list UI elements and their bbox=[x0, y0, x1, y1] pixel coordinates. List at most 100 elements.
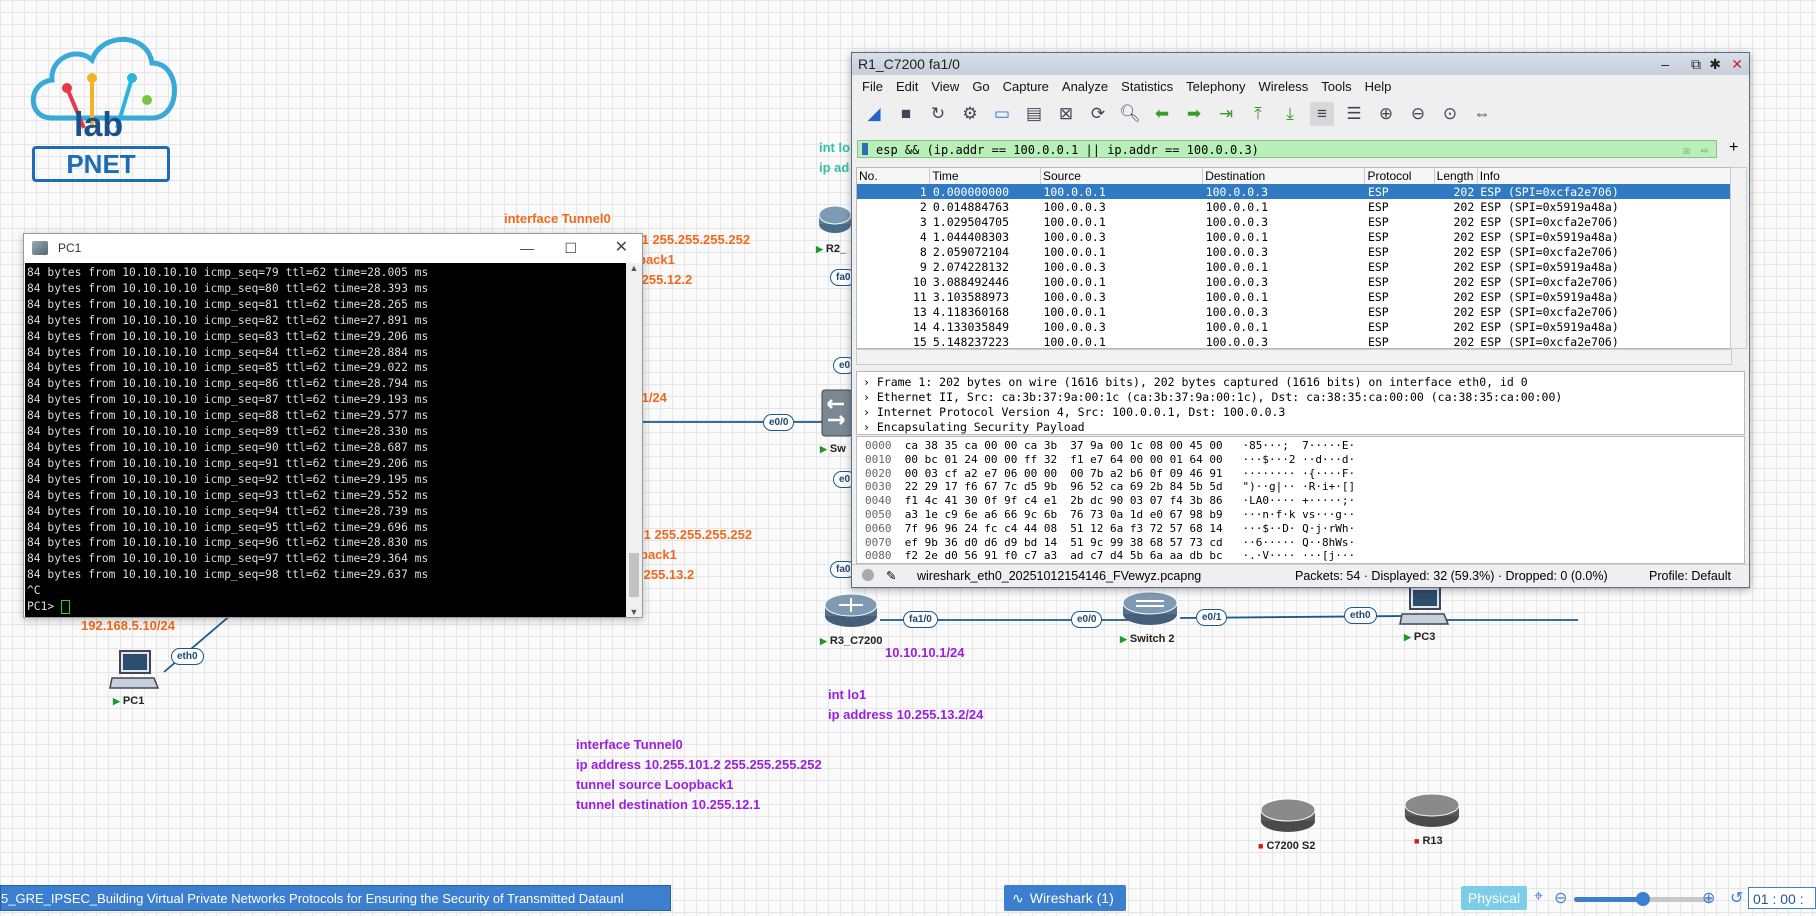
maximize-icon[interactable]: ☐ bbox=[564, 240, 577, 256]
fit-view-icon[interactable]: ⌖ bbox=[1534, 888, 1544, 905]
node-pc3[interactable]: PC3 bbox=[1398, 584, 1458, 648]
scroll-down-icon[interactable]: ▼ bbox=[629, 607, 639, 617]
go-forward-icon[interactable]: ➡ bbox=[1186, 104, 1202, 123]
restart-capture-icon[interactable]: ↻ bbox=[930, 104, 946, 123]
node-switch2[interactable]: Switch 2 bbox=[1120, 588, 1200, 645]
zoom-out-icon[interactable]: ⊖ bbox=[1554, 890, 1568, 907]
menu-go[interactable]: Go bbox=[972, 78, 990, 94]
column-header[interactable]: Destination bbox=[1202, 168, 1366, 184]
menu-tools[interactable]: Tools bbox=[1321, 78, 1352, 94]
go-to-packet-icon[interactable]: ⇥ bbox=[1218, 104, 1234, 123]
menu-help[interactable]: Help bbox=[1364, 78, 1392, 94]
menu-file[interactable]: File bbox=[862, 78, 883, 94]
pc1-titlebar[interactable]: PC1 — ☐ ✕ bbox=[24, 234, 642, 262]
node-r13[interactable]: R13 bbox=[1402, 790, 1462, 847]
maximize-icon[interactable]: ⧉ bbox=[1691, 56, 1701, 72]
autoscroll-icon[interactable]: ≡ bbox=[1310, 102, 1334, 126]
edit-comment-icon[interactable]: ✎ bbox=[886, 569, 897, 583]
expand-arrow-icon[interactable]: › bbox=[863, 390, 877, 404]
zoom-slider[interactable] bbox=[1574, 892, 1712, 906]
column-header[interactable]: No. bbox=[857, 168, 931, 184]
pc1-console-window[interactable]: PC1 — ☐ ✕ 84 bytes from 10.10.10.10 icmp… bbox=[23, 233, 643, 618]
node-sw[interactable]: Sw bbox=[820, 388, 856, 458]
bookmark-icon[interactable] bbox=[862, 143, 868, 155]
pc1-scrollbar[interactable]: ▲ ▼ bbox=[626, 263, 642, 617]
menu-capture[interactable]: Capture bbox=[1002, 78, 1049, 94]
menu-edit[interactable]: Edit bbox=[895, 78, 919, 94]
capture-status-icon[interactable] bbox=[862, 569, 874, 581]
colorize-icon[interactable]: ☰ bbox=[1346, 104, 1362, 123]
column-header[interactable]: Source bbox=[1040, 168, 1204, 184]
scroll-thumb[interactable] bbox=[629, 553, 639, 597]
menu-wireless[interactable]: Wireless bbox=[1258, 78, 1309, 94]
wireshark-window[interactable]: R1_C7200 fa1/0 – ⧉ ✱ ✕ File Edit View Go Cap… bbox=[851, 52, 1750, 588]
lab-title-bar[interactable]: 5_GRE_IPSEC_Building Virtual Private Net… bbox=[0, 885, 671, 911]
resize-columns-icon[interactable]: ⇔ bbox=[1473, 104, 1491, 123]
packet-details[interactable]: › Frame 1: 202 bytes on wire (1616 bits)… bbox=[856, 371, 1745, 435]
menu-statistics[interactable]: Statistics bbox=[1121, 78, 1174, 94]
detail-row[interactable]: › Frame 1: 202 bytes on wire (1616 bits)… bbox=[857, 375, 1744, 390]
pc1-terminal-output[interactable]: 84 bytes from 10.10.10.10 icmp_seq=79 tt… bbox=[25, 263, 626, 617]
zoom-reset-icon[interactable]: ⊙ bbox=[1442, 104, 1458, 123]
menu-analyze[interactable]: Analyze bbox=[1061, 78, 1109, 94]
zoom-out-icon[interactable]: ⊖ bbox=[1410, 104, 1426, 123]
zoom-in-icon[interactable]: ⊕ bbox=[1702, 890, 1716, 907]
node-pc1[interactable]: PC1 bbox=[104, 648, 164, 712]
column-header[interactable]: Info bbox=[1477, 168, 1731, 184]
node-c7200s2[interactable]: C7200 S2 bbox=[1258, 795, 1338, 852]
wireshark-titlebar[interactable]: R1_C7200 fa1/0 – ⧉ ✱ ✕ bbox=[852, 53, 1749, 75]
last-packet-icon[interactable]: ⤓ bbox=[1286, 104, 1294, 123]
go-back-icon[interactable]: ⬅ bbox=[1154, 104, 1170, 123]
packet-bytes[interactable]: 0000 ca 38 35 ca 00 00 ca 3b 37 9a 00 1c… bbox=[856, 436, 1745, 564]
expand-arrow-icon[interactable]: › bbox=[863, 405, 877, 419]
node-r3[interactable]: R3_C7200 bbox=[820, 590, 900, 647]
packet-list-vscroll[interactable] bbox=[1730, 167, 1747, 349]
add-filter-button[interactable]: + bbox=[1729, 139, 1739, 156]
column-header[interactable]: Length bbox=[1434, 168, 1478, 184]
column-header[interactable]: Time bbox=[929, 168, 1041, 184]
close-file-icon[interactable]: ⊠ bbox=[1058, 104, 1074, 123]
expand-arrow-icon[interactable]: › bbox=[863, 420, 877, 434]
open-file-icon[interactable]: ▭ bbox=[993, 104, 1011, 123]
packet-list-hscroll[interactable] bbox=[856, 349, 1732, 365]
stop-capture-icon[interactable]: ■ bbox=[900, 104, 912, 123]
find-packet-icon[interactable]: 🔍︎ bbox=[1119, 104, 1141, 123]
close-icon[interactable]: ✕ bbox=[1731, 56, 1743, 72]
detail-row[interactable]: › Internet Protocol Version 4, Src: 100.… bbox=[857, 405, 1744, 420]
settings-icon[interactable]: ✱ bbox=[1709, 56, 1721, 72]
capture-options-icon[interactable]: ⚙ bbox=[962, 104, 978, 123]
node-r2[interactable]: R2_ bbox=[818, 202, 858, 258]
display-filter-input[interactable]: esp && (ip.addr == 100.0.0.1 || ip.addr … bbox=[857, 140, 1717, 158]
minimize-icon[interactable]: — bbox=[520, 240, 534, 256]
wireshark-taskbar-button[interactable]: ∿Wireshark (1) bbox=[1004, 885, 1126, 911]
save-file-icon[interactable]: ▤ bbox=[1025, 104, 1043, 123]
scroll-up-icon[interactable]: ▲ bbox=[629, 263, 639, 273]
zoom-slider-thumb[interactable] bbox=[1636, 892, 1650, 906]
menu-view[interactable]: View bbox=[931, 78, 960, 94]
reload-file-icon[interactable]: ⟳ bbox=[1090, 104, 1106, 123]
expand-arrow-icon[interactable]: › bbox=[863, 375, 877, 389]
detail-row[interactable]: › Ethernet II, Src: ca:3b:37:9a:00:1c (c… bbox=[857, 390, 1744, 405]
shark-fin-start-icon[interactable]: ◢ bbox=[867, 104, 881, 123]
reset-view-icon[interactable]: ↺ bbox=[1730, 890, 1744, 907]
menu-telephony[interactable]: Telephony bbox=[1186, 78, 1246, 94]
zoom-in-icon[interactable]: ⊕ bbox=[1378, 104, 1394, 123]
clear-filter-icon[interactable]: ☒ bbox=[1682, 143, 1690, 157]
profile-name[interactable]: Profile: Default bbox=[1649, 569, 1731, 583]
column-header[interactable]: Protocol bbox=[1364, 168, 1435, 184]
terminal-prompt[interactable]: PC1> bbox=[27, 599, 624, 615]
apply-filter-icon[interactable]: ⇨ bbox=[1700, 143, 1708, 157]
